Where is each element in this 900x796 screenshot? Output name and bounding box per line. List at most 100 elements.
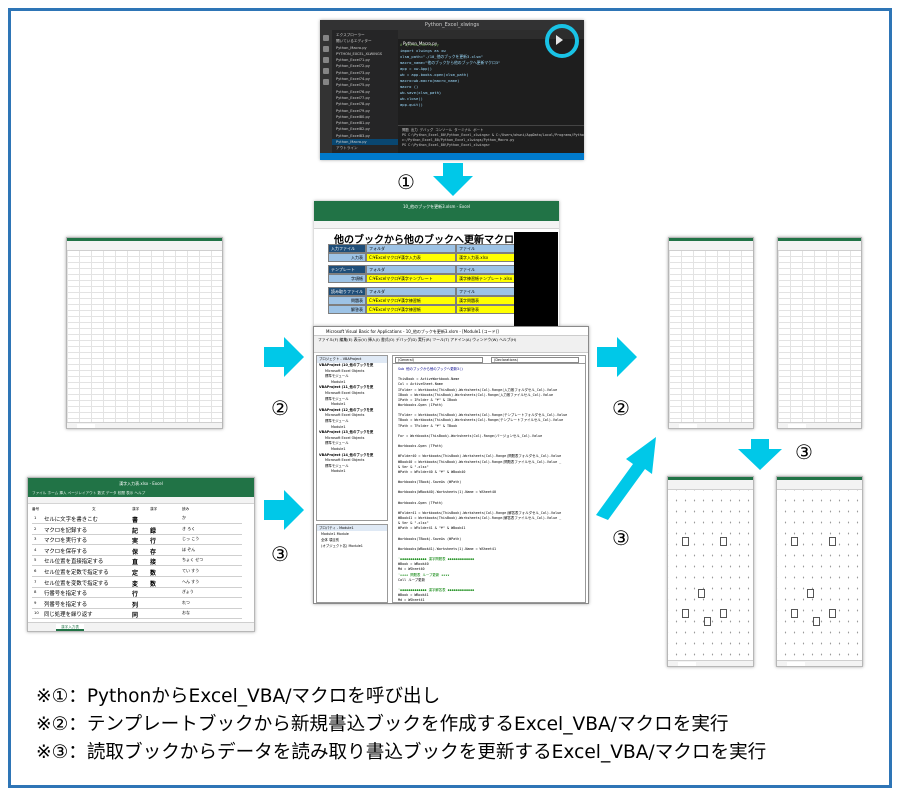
search-icon [323, 46, 329, 52]
step-number-2-right: ② [612, 396, 630, 420]
explorer-item[interactable]: Python_Excel79.py [336, 108, 370, 113]
project-tree-item[interactable]: VBAProject (11_他のブックを更 [319, 385, 374, 390]
updated-problem-statusbar [668, 660, 753, 666]
vba-code-line: Workbooks.Open (TPath) [398, 500, 443, 505]
code-line: app = xw.App() [400, 66, 433, 71]
explorer-item[interactable]: PYTHON_EXCEL_XLWINGS [336, 51, 383, 56]
vba-code-line: WBook = WBook41 [398, 593, 429, 598]
vba-code-line: Sub 他のブックから他のブックへ更新3() [398, 367, 464, 371]
explorer-item[interactable]: エクスプローラー [336, 33, 365, 37]
explorer-item[interactable]: Python_Excel73.py [336, 70, 370, 75]
main-excel-title: 10_他のブックを更新3.xlsm - Excel [314, 201, 559, 212]
terminal-line: 問題 出力 デバッグ コンソール ターミナル ポート [402, 128, 484, 132]
project-tree-item[interactable]: Microsoft Excel Objects [325, 413, 365, 418]
row-label: 入力ファイル [328, 244, 366, 253]
folder-header: フォルダ [366, 244, 456, 253]
vba-code-line: ThisBook = ActiveWorkbook.Name [398, 377, 460, 382]
project-tree-item[interactable]: 標準モジュール [325, 463, 349, 468]
form-answer-box [813, 617, 820, 626]
explorer-item[interactable]: Python_Excel81.py [336, 121, 370, 126]
vscode-status-bar [320, 153, 584, 160]
row-sentence: 同じ処理を繰り返す [44, 612, 93, 619]
step-number-1: ① [397, 170, 415, 194]
row-sublabel: 入力表 [328, 253, 366, 262]
vba-code-line: '◆◆◆◆◆◆◆◆◆◆◆◆◆ 漢字解答表 ◆◆◆◆◆◆◆◆◆◆◆◆◆ [398, 588, 475, 593]
explorer-item[interactable]: アウトライン [336, 146, 358, 151]
explorer-item[interactable]: Python_Macro.py [336, 45, 367, 50]
folder-value[interactable]: C:¥Excelマクロ¥漢字テンプレート [366, 274, 456, 283]
updated-answer-statusbar [777, 660, 862, 666]
project-tree-item[interactable]: 標準モジュール [325, 374, 349, 379]
vba-code-line: Call ループ更新 [398, 577, 425, 582]
row-kanji-1: 保 [132, 548, 139, 556]
row-kanji-2: 存 [150, 548, 157, 556]
row-number: 5 [34, 557, 37, 563]
explorer-item[interactable]: Python_Excel74.py [336, 77, 370, 82]
new-problem-statusbar [669, 422, 753, 428]
explorer-item[interactable]: Python_Excel83.py [336, 133, 370, 138]
folder-value[interactable]: C:¥Excelマクロ¥漢字入力表 [366, 253, 456, 262]
vba-editor-window: Microsoft Visual Basic for Applications … [313, 326, 589, 604]
project-tree-item[interactable]: Module1 [331, 379, 346, 384]
project-tree-item[interactable]: VBAProject (13_他のブックを更 [319, 430, 374, 435]
explorer-item[interactable]: Python_Macro.py [332, 139, 398, 146]
project-tree-item[interactable]: 標準モジュール [325, 418, 349, 423]
note-2: ※②：テンプレートブックから新規書込ブックを作成するExcel_VBA/マクロを… [36, 714, 729, 735]
vba-project-pane: プロジェクト - VBAProject VBAProject (10_他のブック… [316, 355, 388, 521]
project-tree-item[interactable]: Module1 [331, 446, 346, 451]
explorer-item[interactable]: Python_Excel71.py [336, 58, 370, 63]
vba-code-line: IPath = IFolder & "¥" & IBook [398, 397, 458, 402]
explorer-item[interactable]: Python_Excel80.py [336, 114, 370, 119]
input-sheet-tab[interactable]: 漢字入力表 [56, 624, 84, 631]
explorer-item[interactable]: Python_Excel77.py [336, 95, 370, 100]
vba-code-line: '★★★★ 問題表 ループ更新 ★★★★ [398, 572, 450, 577]
folder-value[interactable]: C:¥Excelマクロ¥漢字練習帳 [366, 296, 456, 305]
row-kanji-1: 直 [132, 559, 139, 567]
run-icon [556, 35, 563, 45]
input-workbook: 漢字入力表.xlsx - Excel ファイル ホーム 挿入 ページレイアウト … [27, 477, 255, 632]
project-tree-item[interactable]: Module1 [331, 424, 346, 429]
vscode-tab: Python_Macro.py [398, 39, 443, 48]
explorer-item[interactable]: Python_Excel76.py [336, 89, 370, 94]
project-tree-item[interactable]: VBAProject (12_他のブックを更 [319, 407, 374, 412]
project-tree-item[interactable]: 標準モジュール [325, 441, 349, 446]
form-answer-box [682, 537, 689, 546]
explorer-item[interactable]: Python_Excel72.py [336, 64, 370, 69]
vba-code-line: WFolder40 = Workbooks(ThisBook).Workshee… [398, 454, 562, 459]
folder-value[interactable]: C:¥Excelマクロ¥漢字練習帳 [366, 305, 456, 314]
project-tree-item[interactable]: VBAProject (10_他のブックを更 [319, 363, 374, 367]
row-sentence: 行番号を指定する [44, 591, 88, 598]
project-tree-item[interactable]: Module1 [331, 469, 346, 474]
project-tree-item[interactable]: Module1 [331, 402, 346, 407]
project-tree-item[interactable]: VBAProject (14_他のブックを更 [319, 452, 374, 457]
vba-code-line: TFolder = Workbooks(ThisBook).Worksheets… [398, 413, 568, 418]
project-tree-item[interactable]: Microsoft Excel Objects [325, 390, 365, 395]
row-reading: か [182, 515, 186, 520]
project-tree-item[interactable]: Microsoft Excel Objects [325, 458, 365, 463]
row-kanji-2: 数 [150, 570, 157, 577]
header-text: 文 [92, 507, 96, 511]
explorer-item[interactable]: Python_Excel75.py [336, 83, 370, 88]
vba-code-line: WPath = WFolder41 & "¥" & WBook41 [398, 526, 466, 531]
explorer-item[interactable]: Python_Excel82.py [336, 127, 370, 132]
explorer-item[interactable]: 開いているエディター [336, 39, 372, 44]
project-tree-item[interactable]: 標準モジュール [325, 396, 349, 401]
input-workbook-statusbar: 漢字入力表 [28, 622, 254, 631]
main-table-row: 入力ファイルフォルダファイル [328, 244, 543, 253]
template-workbook [66, 237, 223, 429]
vba-code-line: Workbooks.Open (TPath) [398, 444, 443, 449]
row-number: 8 [34, 589, 37, 595]
new-answer-workbook [777, 237, 862, 429]
code-line: xlsm_path="./10_他のブックを更新3.xlsm" [400, 54, 483, 59]
explorer-item[interactable]: Python_Excel78.py [336, 102, 370, 107]
form-answer-box [720, 609, 727, 618]
terminal-line: c:/Python_Excel_80/Python_Excel_xlwings/… [402, 138, 515, 142]
code-line: # Python_Macro.py [400, 42, 439, 47]
vba-code-line: TPath = TFolder & "¥" & TBook [398, 423, 458, 428]
project-tree-item[interactable]: Microsoft Excel Objects [325, 368, 365, 373]
new-answer-statusbar [778, 422, 861, 428]
project-tree-item[interactable]: Microsoft Excel Objects [325, 435, 365, 440]
